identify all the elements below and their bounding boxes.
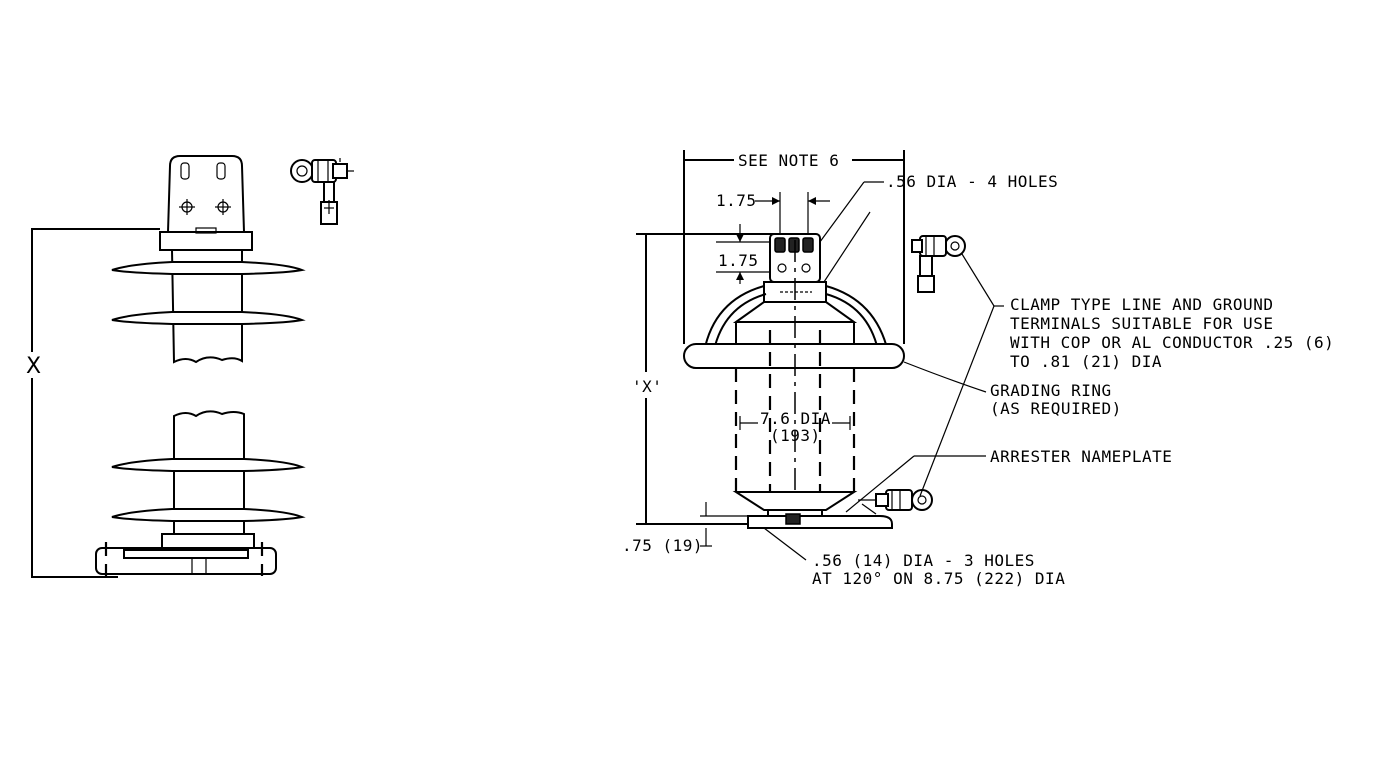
shed-4 bbox=[111, 508, 306, 522]
top-bracket bbox=[167, 155, 245, 233]
right-top-terminal-clamp bbox=[911, 235, 966, 293]
hole-spacing-vertical-label: 1.75 bbox=[718, 251, 759, 270]
lower-flange bbox=[732, 491, 858, 511]
terminal-note-line-4: TO .81 (21) DIA bbox=[1010, 352, 1162, 371]
lower-housing bbox=[173, 410, 245, 534]
bottom-end-cap bbox=[161, 533, 255, 549]
upper-flange bbox=[732, 301, 858, 323]
base-holes-label-1: .56 (14) DIA - 3 HOLES bbox=[812, 551, 1035, 570]
right-bottom-terminal-clamp bbox=[858, 489, 933, 515]
right-arrester-view: SEE NOTE 6 .56 DIA - 4 HOLES 1.75 1.75 '… bbox=[622, 150, 1334, 588]
shed-1 bbox=[111, 261, 306, 275]
upper-housing bbox=[171, 249, 243, 364]
right-height-label: 'X' bbox=[632, 377, 662, 396]
left-terminal-clamp bbox=[290, 158, 354, 225]
base-plate-right bbox=[747, 515, 893, 529]
hole-spacing-horizontal-label: 1.75 bbox=[716, 191, 757, 210]
nameplate-label: ARRESTER NAMEPLATE bbox=[990, 447, 1172, 466]
grading-ring-label-1: GRADING RING bbox=[990, 381, 1112, 400]
base-holes-label-2: AT 120° ON 8.75 (222) DIA bbox=[812, 569, 1065, 588]
base-insulator bbox=[123, 549, 249, 559]
bracket-slot-right bbox=[216, 162, 226, 180]
shed-2 bbox=[111, 311, 306, 325]
top-end-cap bbox=[159, 231, 253, 251]
left-height-label: X bbox=[26, 354, 41, 379]
body-dia-label: 7.6 DIA bbox=[760, 409, 831, 428]
grading-ring-label-2: (AS REQUIRED) bbox=[990, 399, 1122, 418]
shed-3 bbox=[111, 458, 306, 472]
x-dimension-bracket bbox=[31, 228, 160, 578]
see-note-label: SEE NOTE 6 bbox=[738, 151, 839, 170]
terminal-note-line-1: CLAMP TYPE LINE AND GROUND bbox=[1010, 295, 1273, 314]
base-thickness-label: .75 (19) bbox=[622, 536, 703, 555]
terminal-note-line-3: WITH COP OR AL CONDUCTOR .25 (6) bbox=[1010, 333, 1334, 352]
top-holes-label: .56 DIA - 4 HOLES bbox=[886, 172, 1058, 191]
terminal-note-line-2: TERMINALS SUITABLE FOR USE bbox=[1010, 314, 1273, 333]
bracket-slot-left bbox=[180, 162, 190, 180]
body-dia-mm-label: (193) bbox=[770, 426, 821, 445]
grading-ring bbox=[683, 343, 905, 369]
left-arrester-view: X bbox=[22, 155, 354, 578]
